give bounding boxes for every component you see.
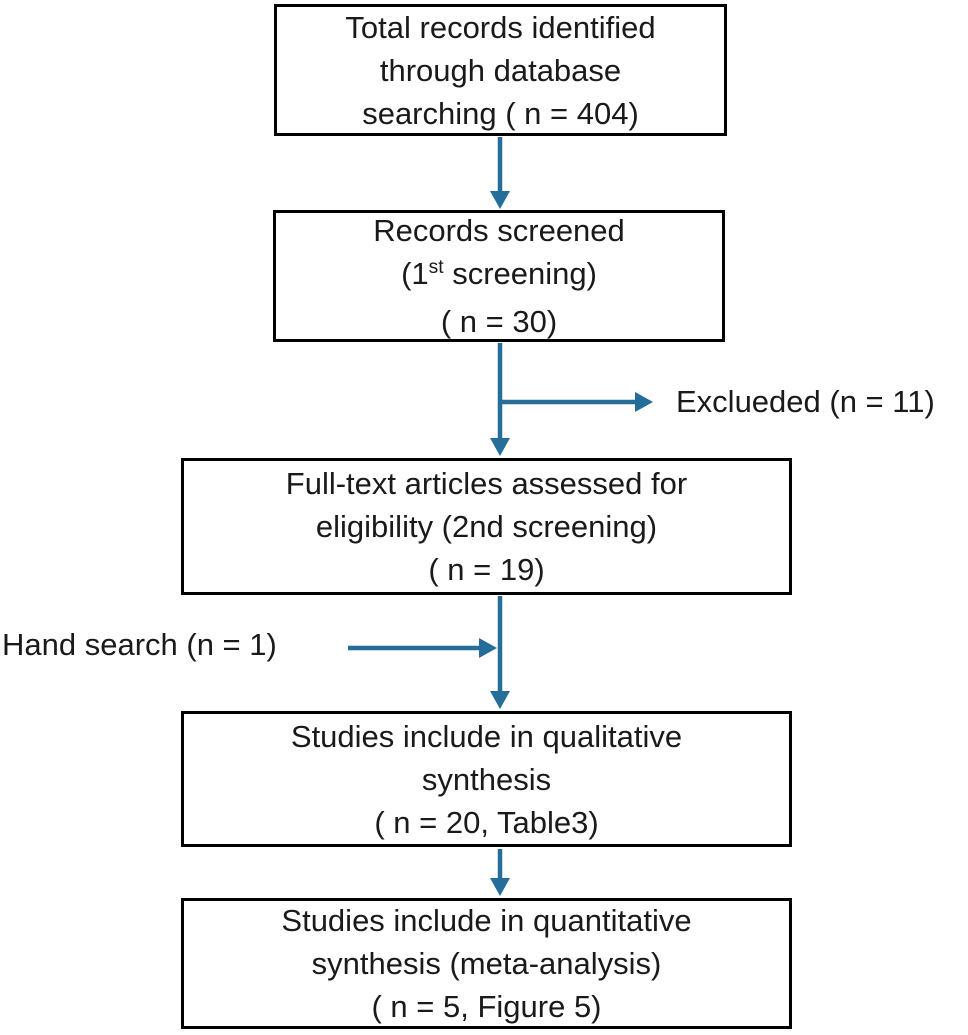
arrow-identified-to-screened xyxy=(490,137,510,209)
box-text-line: ( n = 20, Table3) xyxy=(374,804,599,840)
box-text-line: ( n = 19) xyxy=(428,552,545,587)
box-text-line: Full-text articles assessed for xyxy=(285,466,688,501)
arrow-screened-to-fulltext xyxy=(490,343,510,456)
box-qualitative-synthesis: Studies include in qualitative synthesis… xyxy=(181,711,792,847)
box-text-line: Studies include in qualitative xyxy=(290,718,683,754)
box-text-line: synthesis xyxy=(421,761,552,797)
box-text-line: through database xyxy=(379,52,622,88)
box-text-line: synthesis (meta-analysis) xyxy=(311,946,662,981)
arrow-hand-search-merge xyxy=(348,638,497,658)
ordinal-superscript: st xyxy=(428,257,444,279)
arrow-branch-excluded xyxy=(498,392,653,412)
box-records-identified: Total records identified through databas… xyxy=(274,4,727,136)
box-text-line: Studies include in quantitative xyxy=(281,903,692,938)
box-text-line: searching ( n = 404) xyxy=(362,95,639,131)
box-fulltext-assessed: Full-text articles assessed for eligibil… xyxy=(181,458,792,595)
box-text-line: ( n = 30) xyxy=(440,304,558,339)
box-text-line: Total records identified xyxy=(345,9,656,45)
box-text-line: Records screened xyxy=(373,213,625,248)
box-quantitative-synthesis: Studies include in quantitative synthesi… xyxy=(181,898,792,1029)
arrow-fulltext-to-qualitative xyxy=(490,596,510,709)
box-text-line: ( n = 5, Figure 5) xyxy=(371,989,602,1024)
box-records-screened: Records screened (1st screening) ( n = 3… xyxy=(273,210,725,342)
box-text-line: eligibility (2nd screening) xyxy=(315,509,658,544)
label-hand-search: Hand search (n = 1) xyxy=(2,627,277,662)
label-excluded: Exclueded (n = 11) xyxy=(676,384,935,419)
arrow-qualitative-to-quantitative xyxy=(490,849,510,896)
box-text-line: (1st screening) xyxy=(401,256,597,291)
